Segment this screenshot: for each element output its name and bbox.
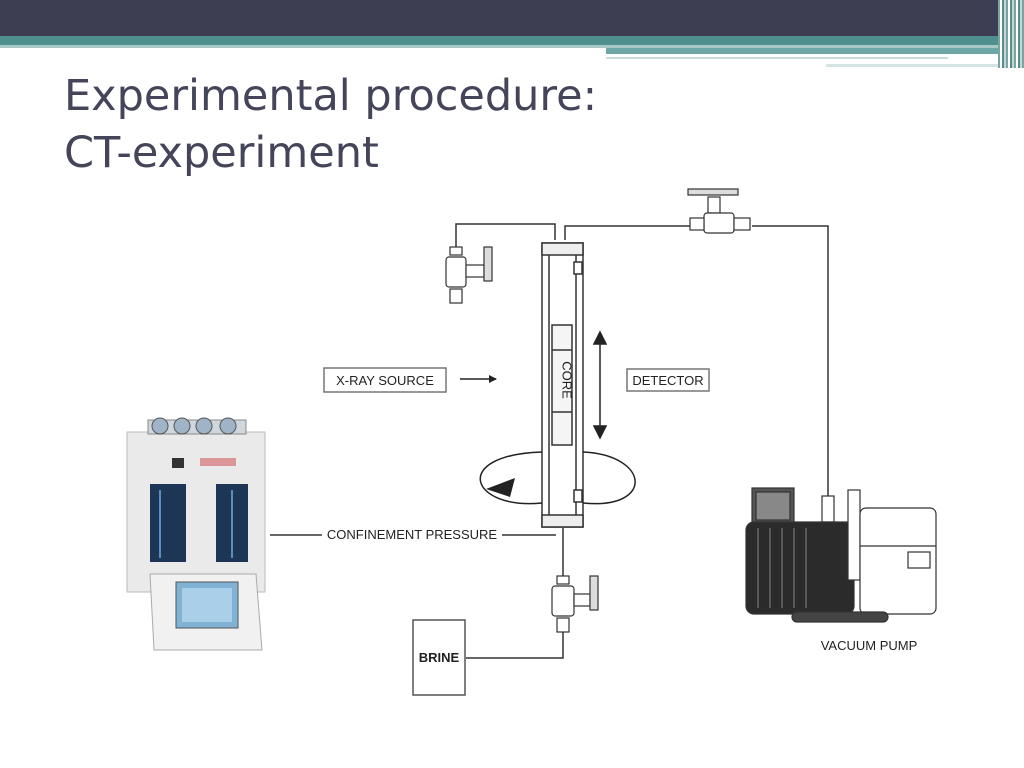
detector-travel-arrow (592, 330, 608, 440)
brine-label: BRINE (419, 650, 460, 665)
tube-valve-to-pump (752, 225, 829, 498)
confinement-pump-illustration (126, 417, 266, 651)
slide-title-line-1: Experimental procedure: (64, 71, 598, 121)
core-holder (541, 242, 584, 528)
header-corner-stripes (998, 0, 1024, 68)
slide-title: Experimental procedure: CT-experiment (64, 68, 597, 182)
valve-top-left-icon (445, 246, 493, 304)
xray-source-label: X-RAY SOURCE (336, 373, 434, 388)
header-accent-stripe-light (0, 45, 1000, 48)
vacuum-pump-label: VACUUM PUMP (821, 638, 918, 653)
header-bar (0, 0, 1024, 36)
header-accent-stripe-right (606, 48, 1000, 54)
slide-title-line-2: CT-experiment (64, 128, 379, 178)
tube-brine (466, 630, 564, 659)
detector-label: DETECTOR (632, 373, 703, 388)
xray-source-box: X-RAY SOURCE (323, 367, 447, 393)
tubing (270, 223, 829, 659)
core-label: CORE (560, 361, 575, 399)
confinement-pressure-label: CONFINEMENT PRESSURE (327, 527, 498, 542)
header-accent-line (606, 57, 948, 59)
vacuum-pump-illustration (745, 487, 937, 623)
header-accent-stripe (0, 36, 1000, 45)
valve-top-right-icon (687, 188, 751, 234)
valve-bottom-icon (551, 575, 599, 633)
tube-top-right (564, 225, 692, 240)
detector-box: DETECTOR (626, 368, 710, 392)
brine-container: BRINE (412, 619, 466, 696)
header-accent-line-short (826, 64, 1000, 67)
tube-top-left (455, 223, 556, 250)
rotation-arrow (479, 451, 636, 505)
